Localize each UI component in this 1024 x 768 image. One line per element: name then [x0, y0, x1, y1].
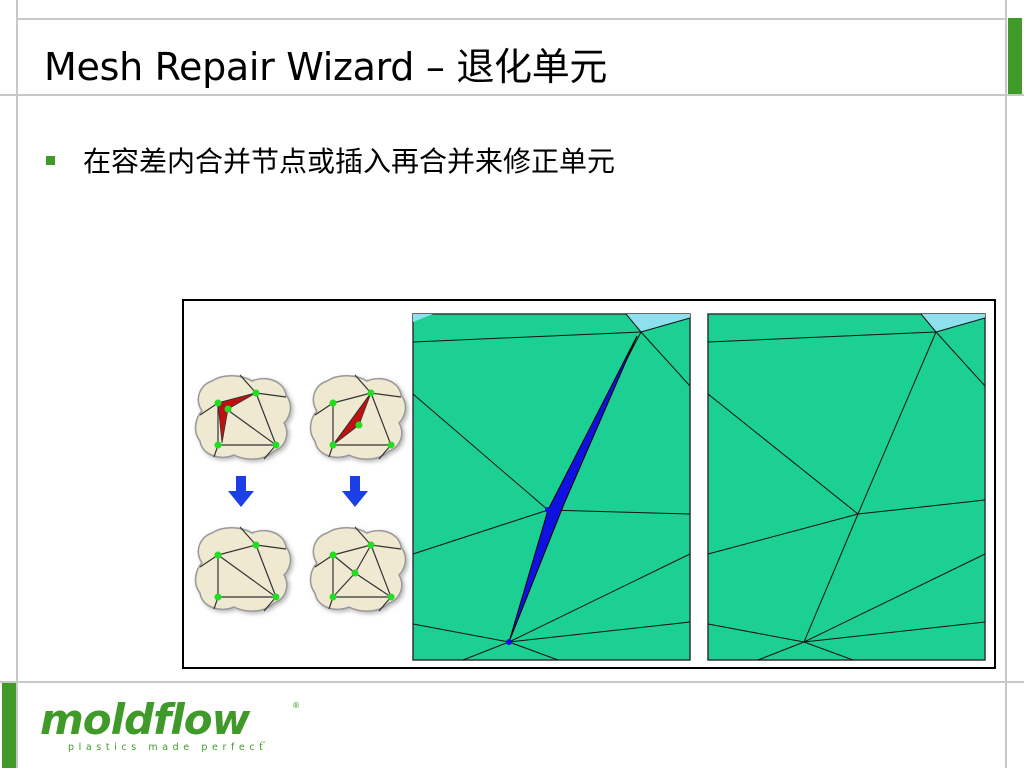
mesh-node: [506, 639, 512, 645]
mesh-repair-illustration: [194, 313, 986, 661]
moldflow-logo-graphic: moldflow ® plastics made perfect ™: [40, 695, 300, 753]
bullet-item: 在容差内合并节点或插入再合并来修正单元: [46, 140, 615, 180]
frame-right-line: [1005, 0, 1007, 768]
slide-title: Mesh Repair Wizard – 退化单元: [44, 45, 608, 89]
footer-separator: [0, 681, 1024, 683]
small-mesh-before-insert: [309, 374, 407, 460]
bad-element-red: [332, 392, 372, 446]
frame-top-line: [16, 18, 1007, 20]
title-separator: [0, 94, 1024, 96]
frame-left-line: [16, 0, 18, 768]
edge-region: [921, 314, 985, 332]
mesh-panel-after: [707, 313, 986, 661]
small-mesh-after-merge: [194, 526, 292, 612]
accent-bar-top-right: [1008, 18, 1022, 94]
bullet-text: 在容差内合并节点或插入再合并来修正单元: [83, 145, 616, 178]
logo-tagline: plastics made perfect: [68, 742, 268, 753]
down-arrow-icon: [228, 476, 254, 507]
small-mesh-after-insert: [309, 526, 407, 612]
logo-registered: ®: [292, 701, 300, 710]
small-mesh-before-merge: [194, 374, 292, 460]
mesh-node: [545, 507, 551, 513]
logo-trademark: ™: [260, 741, 266, 748]
accent-bar-bottom-left: [2, 683, 16, 768]
down-arrow-icon: [342, 476, 368, 507]
square-bullet-icon: [46, 155, 55, 165]
edge-region: [626, 314, 690, 332]
moldflow-logo: moldflow ® plastics made perfect ™: [38, 695, 308, 758]
bad-element-red: [216, 392, 257, 444]
logo-wordmark: moldflow: [40, 698, 251, 744]
mesh-repair-figure: [182, 299, 996, 669]
edge-region: [413, 314, 433, 322]
mesh-panel-before: [412, 313, 691, 661]
